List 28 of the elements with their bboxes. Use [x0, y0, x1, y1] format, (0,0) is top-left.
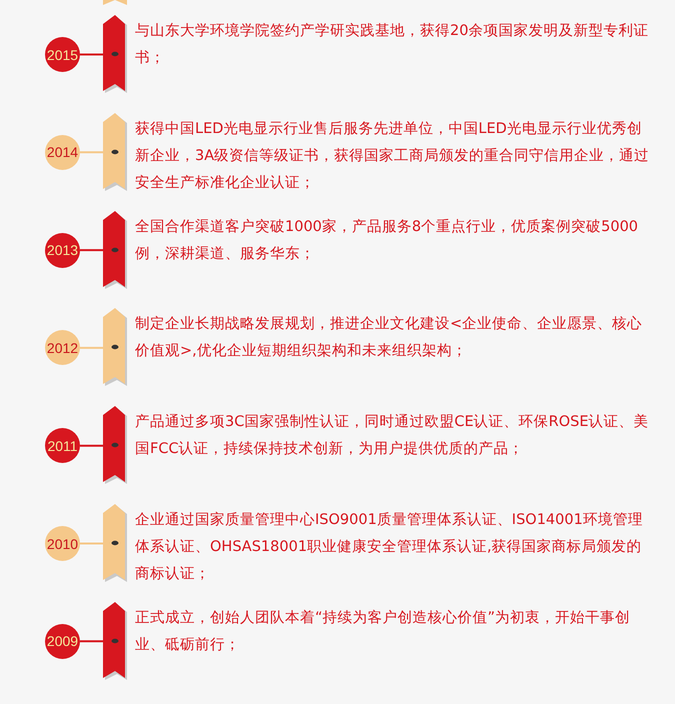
year-circle: 2014	[45, 134, 80, 170]
ribbon-marker	[103, 504, 127, 582]
connector-line	[80, 444, 103, 447]
milestone-text: 企业通过国家质量管理中心ISO9001质量管理体系认证、ISO14001环境管理体系认证、OHSAS18001职业健康安全管理体系认证,获得国家商标局颁发的商标认证；	[135, 510, 644, 584]
year-circle: 2010	[45, 526, 80, 561]
ribbon-marker	[103, 112, 127, 191]
connector-line	[80, 640, 103, 642]
connector-line	[80, 151, 103, 154]
year-circle: 2013	[45, 232, 80, 268]
year-circle: 2011	[45, 428, 80, 464]
milestone-text: 制定企业长期战略发展规划，推进企业文化建设<企业使命、企业愿景、核心价值观>,优化企业短期组织架构和未来组织架构；	[135, 314, 644, 362]
connector-line	[80, 249, 103, 252]
milestone-text: 正式成立，创始人团队本着“持续为客户创造核心价值”为初衷，开始干事创业、砥砺前行；	[135, 608, 632, 655]
connector-line	[80, 542, 103, 544]
milestone-text: 与山东大学环境学院签约产学研实践基地，获得20余项国家发明及新型专利证书；	[135, 22, 650, 68]
ribbon-marker	[103, 308, 127, 386]
year-circle: 2012	[45, 330, 80, 366]
ribbon-marker	[103, 15, 127, 93]
ribbon-marker	[103, 210, 127, 289]
milestone-text: 产品通过多项3C国家强制性认证，同时通过欧盟CE认证、环保ROSE认证、美国FCC认证，持续保持技术创新，为用户提供优质的产品；	[135, 412, 650, 460]
connector-line	[80, 346, 103, 349]
ribbon-marker	[103, 602, 127, 680]
milestone-text: 获得中国LED光电显示行业售后服务先进单位，中国LED光电显示行业优秀创新企业，3A级资信等级证书，获得国家工商局颁发的重合同守信用企业，通过安全生产标准化企业认证；	[135, 120, 650, 193]
year-circle: 2015	[45, 37, 80, 72]
year-circle: 2009	[45, 624, 80, 659]
ribbon-marker	[103, 406, 127, 484]
connector-line	[80, 54, 103, 56]
milestone-text: 全国合作渠道客户突破1000家，产品服务8个重点行业，优质案例突破5000例，深耕渠道、服务华东；	[135, 218, 640, 264]
